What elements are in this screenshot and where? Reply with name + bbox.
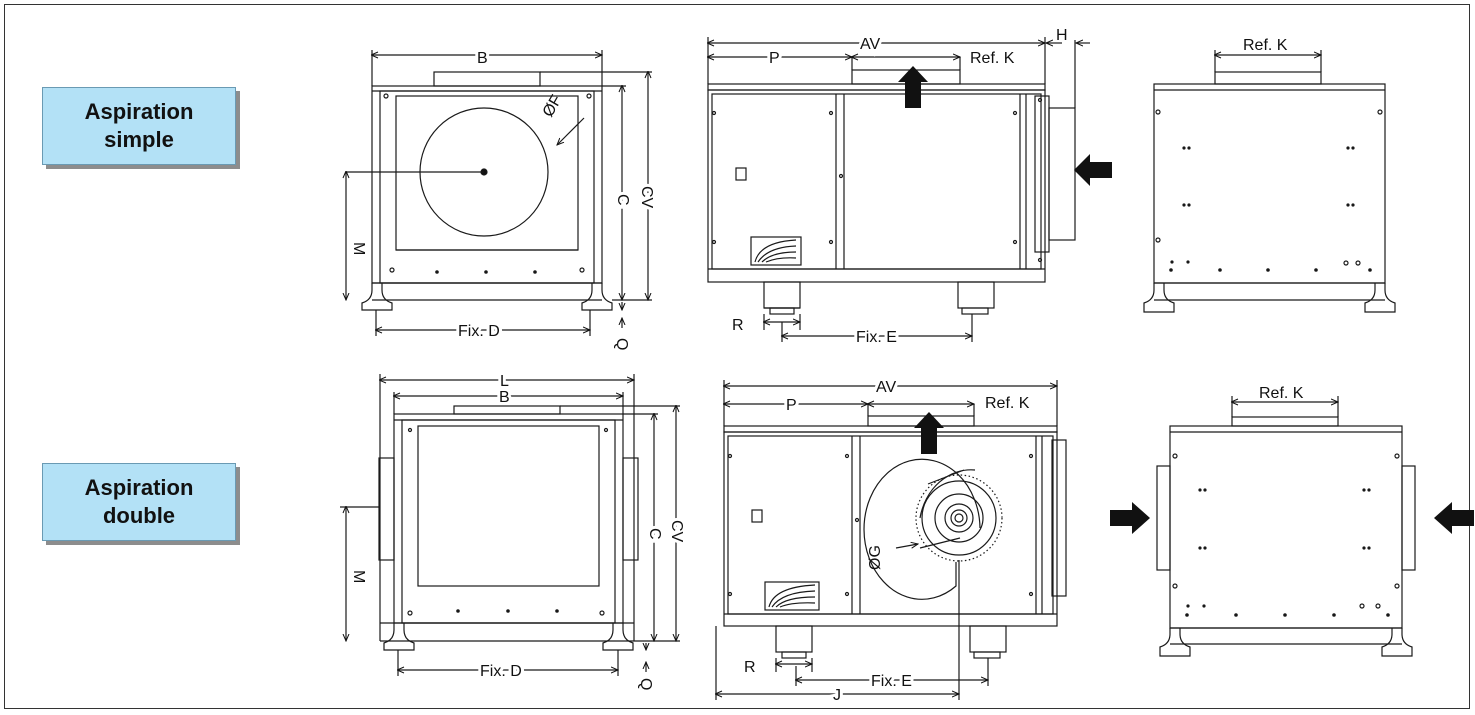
dim-fixD-simple: Fix. D xyxy=(458,323,500,340)
dim-refK-rear-double: Ref. K xyxy=(1259,385,1304,402)
dim-C-simple: C xyxy=(614,194,631,206)
dim-fixE-simple: Fix. E xyxy=(856,329,897,346)
label-aspiration-double: Aspiration double xyxy=(42,463,236,541)
simple-rear-view xyxy=(1143,71,1396,313)
dim-refK-side-double: Ref. K xyxy=(985,395,1030,412)
dim-refK-rear-simple: Ref. K xyxy=(1243,37,1288,54)
label-double-line1: Aspiration xyxy=(84,475,194,500)
airflow-in-arrow-1 xyxy=(1074,154,1112,186)
double-front-view xyxy=(378,405,639,651)
label-simple-line1: Aspiration xyxy=(84,99,194,124)
dim-B-simple: B xyxy=(477,50,488,67)
dim-M-simple: M xyxy=(350,242,367,255)
simple-side-view xyxy=(707,69,1076,315)
double-rear-view xyxy=(1156,416,1416,657)
label-aspiration-simple: Aspiration simple xyxy=(42,87,236,165)
airflow-in-arrow-left xyxy=(1110,502,1150,534)
dim-CV-simple: CV xyxy=(638,186,655,209)
dim-fixD-double: Fix. D xyxy=(480,663,522,680)
dim-fixE-double: Fix. E xyxy=(871,673,912,690)
border-frame xyxy=(4,4,1470,709)
dim-M-double: M xyxy=(350,570,367,583)
dim-Q-double: Q xyxy=(637,678,654,690)
dimension-labels: B M C CV ØF Fix. D Q AV P Ref. K H R Fix… xyxy=(347,27,1304,707)
label-simple-line2: simple xyxy=(104,127,174,152)
dim-R-simple: R xyxy=(732,317,744,334)
label-double-line2: double xyxy=(102,503,176,528)
dim-C-double: C xyxy=(646,528,663,540)
dim-refK-side-simple: Ref. K xyxy=(970,50,1015,67)
dim-AV-simple: AV xyxy=(860,36,880,53)
airflow-up-arrow-1 xyxy=(898,66,928,108)
dim-P-double: P xyxy=(786,397,797,414)
dim-P-simple: P xyxy=(769,50,780,67)
dim-J: J xyxy=(833,687,841,704)
dim-G: ØG xyxy=(867,545,884,570)
dim-Q-simple: Q xyxy=(613,338,630,350)
dim-CV-double: CV xyxy=(668,520,685,543)
airflow-up-arrow-2 xyxy=(914,412,944,454)
dim-L-double: L xyxy=(500,373,509,390)
dim-H: H xyxy=(1056,27,1068,44)
airflow-in-arrow-right xyxy=(1434,502,1474,534)
dim-AV-double: AV xyxy=(876,379,896,396)
dim-R-double: R xyxy=(744,659,756,676)
double-side-view xyxy=(723,415,1067,659)
dim-B-double: B xyxy=(499,389,510,406)
simple-front-view xyxy=(346,71,613,311)
